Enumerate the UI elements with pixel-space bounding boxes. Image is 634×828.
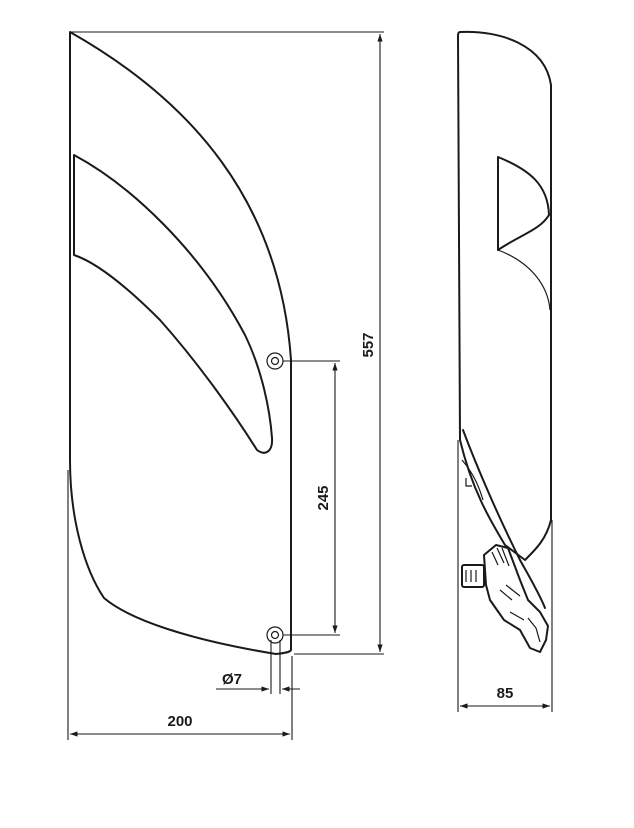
upper-mounting-hole: [266, 352, 284, 370]
dimension-width-label: 200: [167, 713, 192, 730]
lower-mounting-hole: [266, 626, 284, 644]
front-view: [69, 31, 292, 655]
dimension-hole-spacing: 245: [283, 360, 340, 636]
dimension-hole-diameter-label: Ø7: [222, 671, 242, 688]
side-view: [457, 30, 552, 653]
side-view-lower-edge: [461, 459, 484, 501]
dimension-height: 557: [70, 31, 384, 655]
side-view-window-cutout: [497, 156, 550, 251]
dimension-height-label: 557: [360, 332, 377, 357]
side-view-outline: [457, 30, 552, 561]
dimension-width: 200: [67, 470, 293, 740]
side-view-bracket-rail: [462, 429, 546, 609]
side-view-inner-curve: [497, 249, 551, 311]
dimension-hole-spacing-label: 245: [315, 485, 332, 510]
dimension-depth: 85: [457, 440, 553, 712]
side-view-lock-mechanism: [461, 478, 549, 653]
dimension-depth-label: 85: [497, 685, 514, 702]
dimension-hole-diameter: Ø7: [216, 640, 300, 694]
front-view-window-cutout: [73, 154, 274, 454]
front-view-outline: [69, 31, 292, 655]
